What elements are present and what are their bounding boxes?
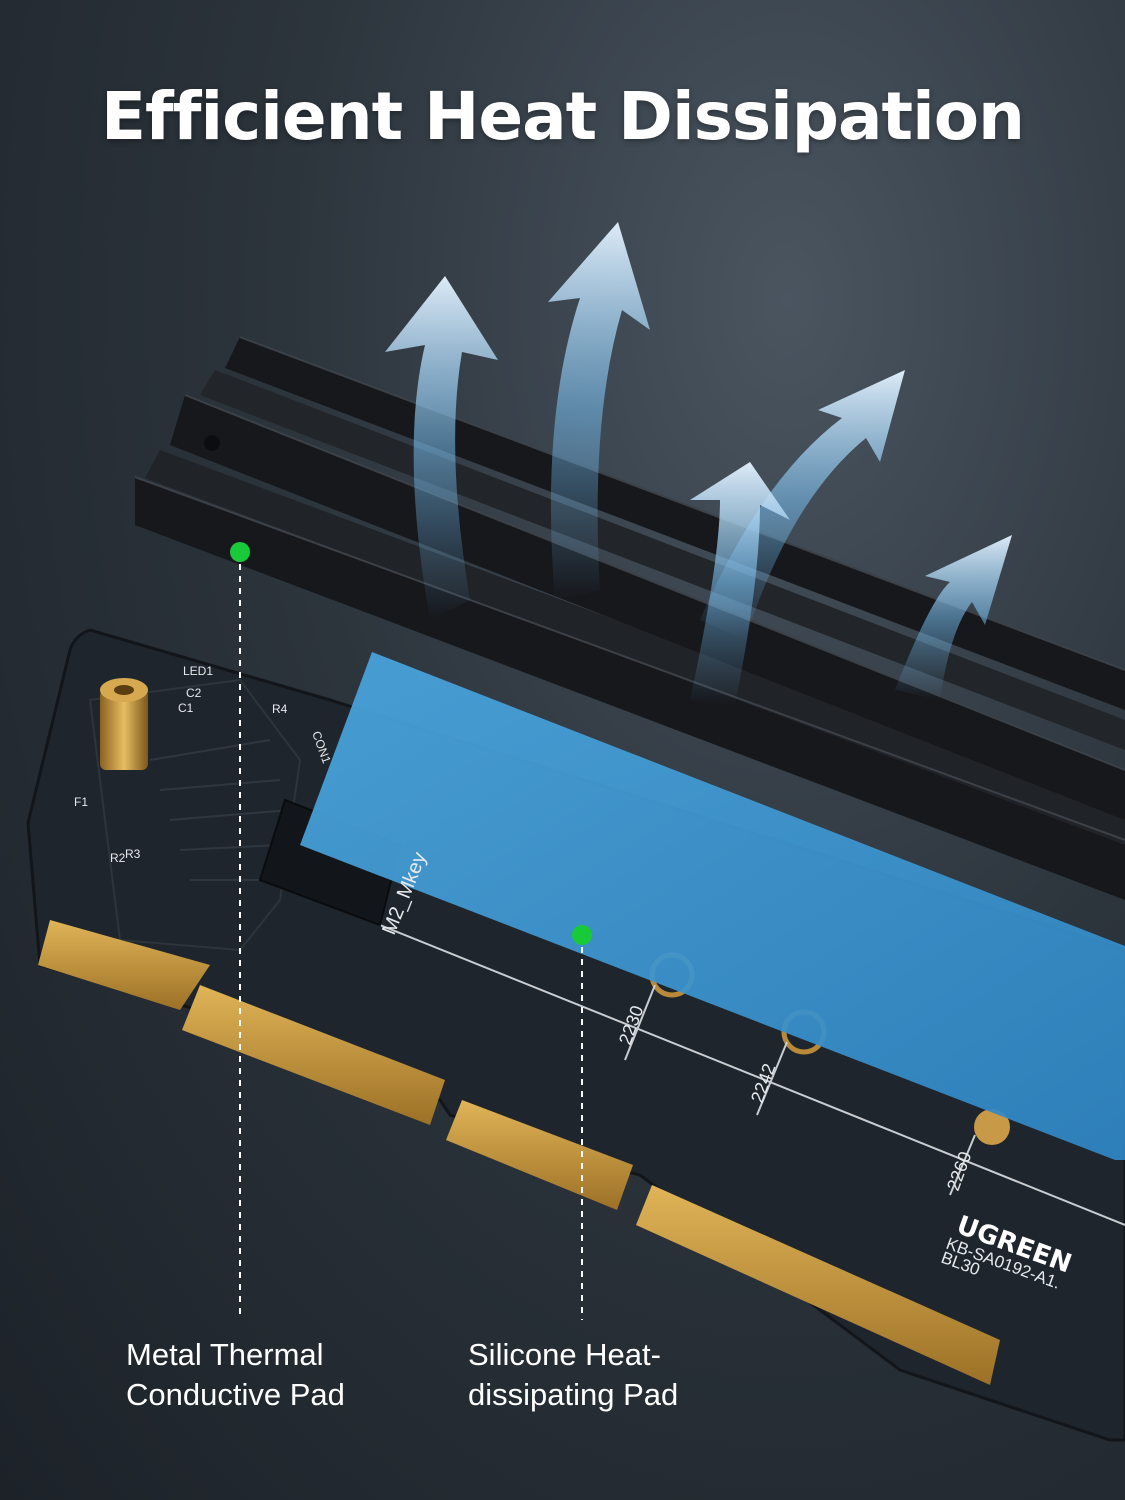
- silkscreen-r3: R3: [125, 847, 141, 861]
- silkscreen-led1: LED1: [183, 664, 213, 678]
- airflow-arrows: [385, 222, 1012, 705]
- callout-metal-line1: Metal Thermal: [126, 1337, 324, 1372]
- callout-silicone-line1: Silicone Heat-: [468, 1337, 661, 1372]
- marker-dot-metal: [230, 542, 250, 562]
- gold-contacts: [38, 920, 1000, 1385]
- silicone-heat-pad: [300, 652, 1125, 1160]
- silkscreen-c1: C1: [178, 701, 194, 715]
- silkscreen-f1: F1: [74, 795, 88, 809]
- brass-standoff: [100, 678, 148, 770]
- silkscreen-r4: R4: [272, 702, 288, 716]
- callout-silicone-pad: Silicone Heat- dissipating Pad: [468, 1335, 678, 1415]
- callout-metal-thermal-pad: Metal Thermal Conductive Pad: [126, 1335, 345, 1415]
- silkscreen-r2: R2: [110, 851, 126, 865]
- callout-silicone-line2: dissipating Pad: [468, 1377, 679, 1412]
- silkscreen-c2: C2: [186, 686, 202, 700]
- callout-metal-line2: Conductive Pad: [126, 1377, 345, 1412]
- m2-slot-outline: [379, 924, 1125, 1226]
- marker-dot-silicone: [572, 925, 592, 945]
- headline: Efficient Heat Dissipation: [100, 78, 1025, 155]
